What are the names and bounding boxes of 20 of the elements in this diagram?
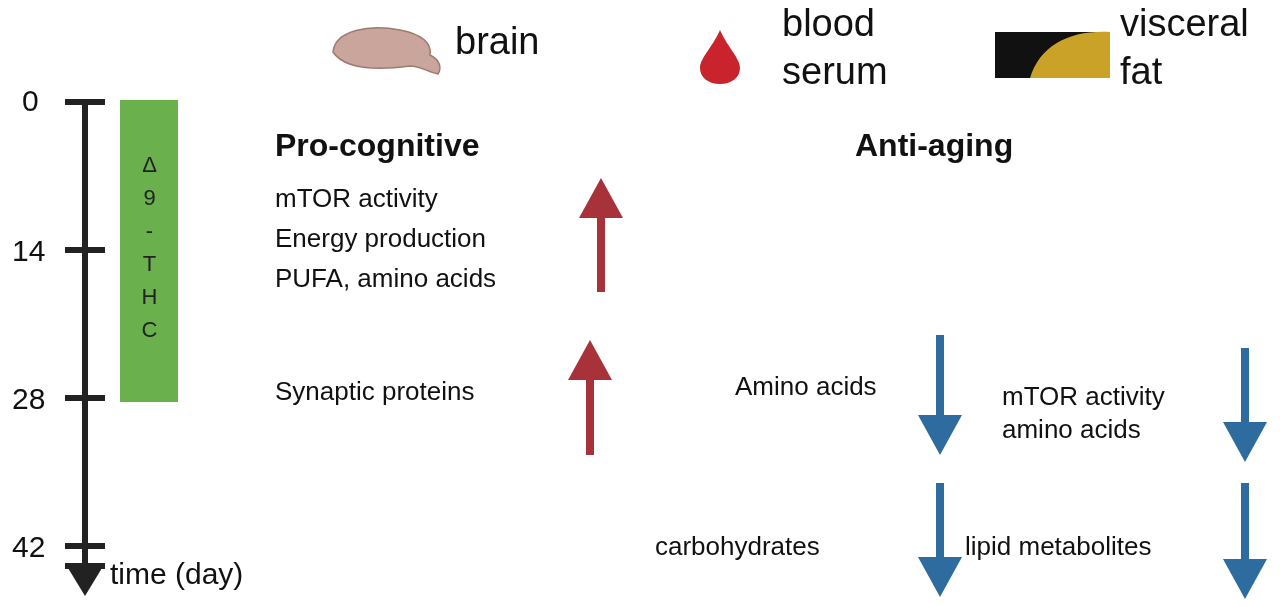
tick-label: 42 — [12, 529, 46, 565]
tick-label: 14 — [12, 233, 46, 269]
tick-label: 0 — [22, 83, 39, 119]
treatment-label: Δ9-THC — [136, 152, 162, 350]
heading: Pro-cognitive — [275, 126, 480, 165]
metabolite-label: Energy production — [275, 222, 487, 255]
axis-title: time (day) — [110, 556, 244, 592]
metabolite-label: PUFA, amino acids — [275, 262, 497, 295]
metabolite-label: Synaptic proteins — [275, 375, 475, 408]
sample-label: brain — [455, 19, 541, 64]
metabolite-label: mTOR activity — [275, 182, 438, 215]
heading: Anti-aging — [855, 126, 1014, 165]
tick-label: 28 — [12, 381, 46, 417]
metabolite-label: lipid metabolites — [965, 530, 1152, 563]
metabolite-label: mTOR activity amino acids — [1002, 380, 1166, 445]
metabolite-label: carbohydrates — [655, 530, 820, 563]
treatment-bar — [120, 100, 178, 402]
sample-label: blood serum — [782, 1, 889, 94]
sample-label: visceral fat — [1120, 1, 1250, 94]
metabolite-label: Amino acids — [735, 370, 877, 403]
